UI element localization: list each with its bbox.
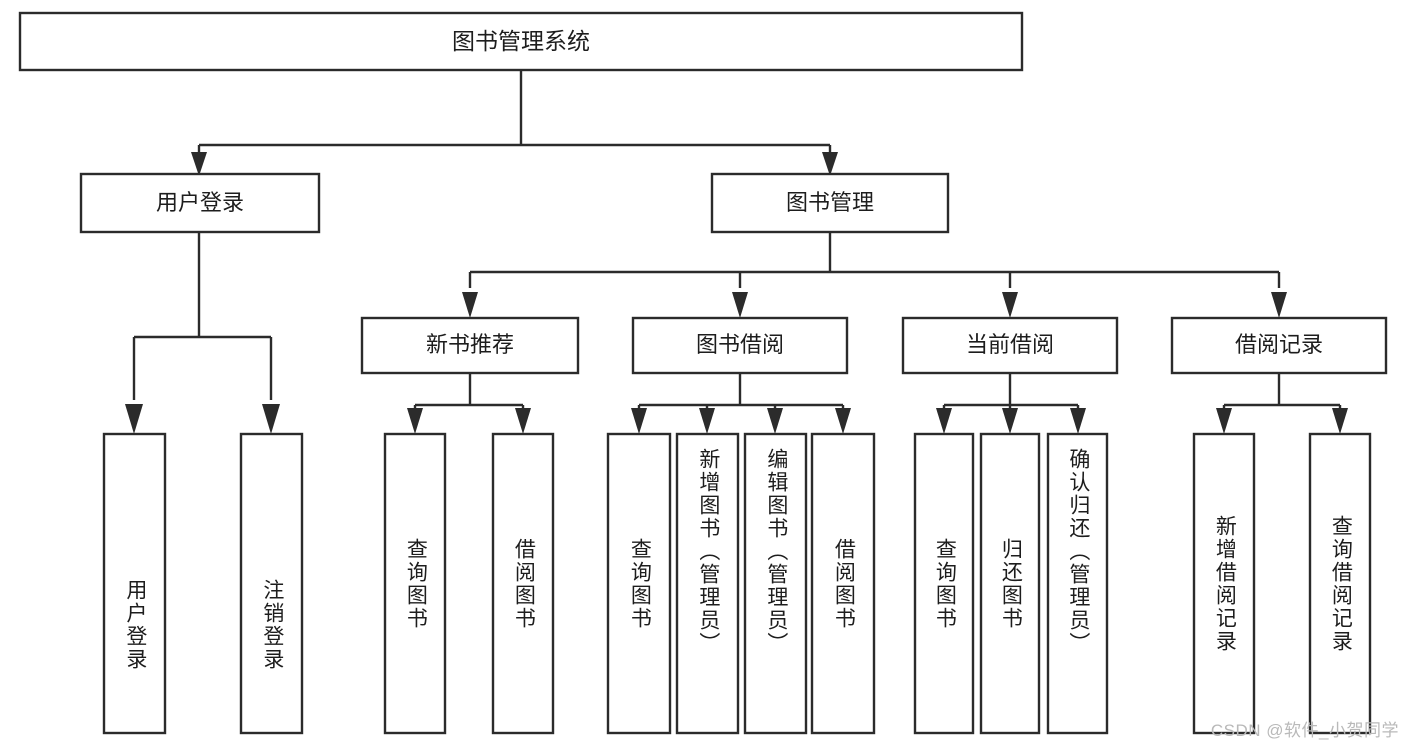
node-borrow-record[interactable]: 借阅记录 [1170,316,1388,375]
node-book-manage-label: 图书管理 [786,190,874,215]
node-new-book-recommend-box[interactable] [360,316,580,375]
node-current-borrow-label: 当前借阅 [966,332,1054,357]
connector-group-new-book-recommend [407,373,531,434]
leaf-box-borrow-book-1[interactable] [491,432,555,735]
node-user-login[interactable]: 用户登录 [79,172,321,234]
connector-group-book-manage [462,232,1287,318]
arrow-head-leaf-edit-book [767,408,783,434]
node-borrow-record-box[interactable] [1170,316,1388,375]
node-current-borrow-box[interactable] [901,316,1119,375]
leaf-box-logout[interactable] [239,432,304,735]
arrow-head-leaf-user-login [125,404,143,434]
node-user-login-label: 用户登录 [156,190,244,215]
node-book-borrow-label: 图书借阅 [696,332,784,357]
node-root-box[interactable] [18,11,1024,72]
node-book-manage-box[interactable] [710,172,950,234]
arrow-head-user-login [191,152,207,176]
node-borrow-record-label: 借阅记录 [1235,332,1323,357]
node-book-borrow[interactable]: 图书借阅 [631,316,849,375]
arrow-head-leaf-add-record [1216,408,1232,434]
arrow-head-leaf-add-book [699,408,715,434]
connector-group-user-login [125,232,280,434]
arrow-head-leaf-logout [262,404,280,434]
node-new-book-recommend-label: 新书推荐 [426,332,514,357]
leaf-box-edit-book[interactable] [743,432,808,735]
leaf-box-return-book[interactable] [979,432,1041,735]
leaf-box-add-record[interactable] [1192,432,1256,735]
leaf-box-query-record[interactable] [1308,432,1372,735]
arrow-head-leaf-query-record [1332,408,1348,434]
leaf-box-query-book-2[interactable] [606,432,672,735]
arrow-head-current-borrow [1002,292,1018,318]
node-new-book-recommend[interactable]: 新书推荐 [360,316,580,375]
leaf-box-query-book-1[interactable] [383,432,447,735]
arrow-head-leaf-confirm-return [1070,408,1086,434]
watermark-text: CSDN @软件_小贺同学 [1210,721,1399,740]
leaf-box-user-login[interactable] [102,432,167,735]
arrow-head-leaf-return-book [1002,408,1018,434]
node-book-borrow-box[interactable] [631,316,849,375]
arrow-head-borrow-record [1271,292,1287,318]
arrow-head-new-book-recommend [462,292,478,318]
connector-group-book-borrow [631,373,851,434]
leaf-box-query-book-3[interactable] [913,432,975,735]
arrow-head-book-borrow [732,292,748,318]
node-user-login-box[interactable] [79,172,321,234]
connector-group-current-borrow [936,373,1086,434]
connector-group-root [191,70,838,176]
leaf-box-add-book[interactable] [675,432,740,735]
arrow-head-leaf-query-book-1 [407,408,423,434]
leaf-box-confirm-return[interactable] [1046,432,1109,735]
node-root-label: 图书管理系统 [452,28,590,54]
arrow-head-leaf-borrow-book-1 [515,408,531,434]
arrow-head-leaf-query-book-3 [936,408,952,434]
node-current-borrow[interactable]: 当前借阅 [901,316,1119,375]
connector-group-borrow-record [1216,373,1348,434]
node-root[interactable]: 图书管理系统 [18,11,1024,72]
arrow-head-leaf-borrow-book-2 [835,408,851,434]
leaf-boxes [102,432,1372,735]
arrow-head-leaf-query-book-2 [631,408,647,434]
leaf-box-borrow-book-2[interactable] [810,432,876,735]
arrow-head-book-manage [822,152,838,176]
node-book-manage[interactable]: 图书管理 [710,172,950,234]
